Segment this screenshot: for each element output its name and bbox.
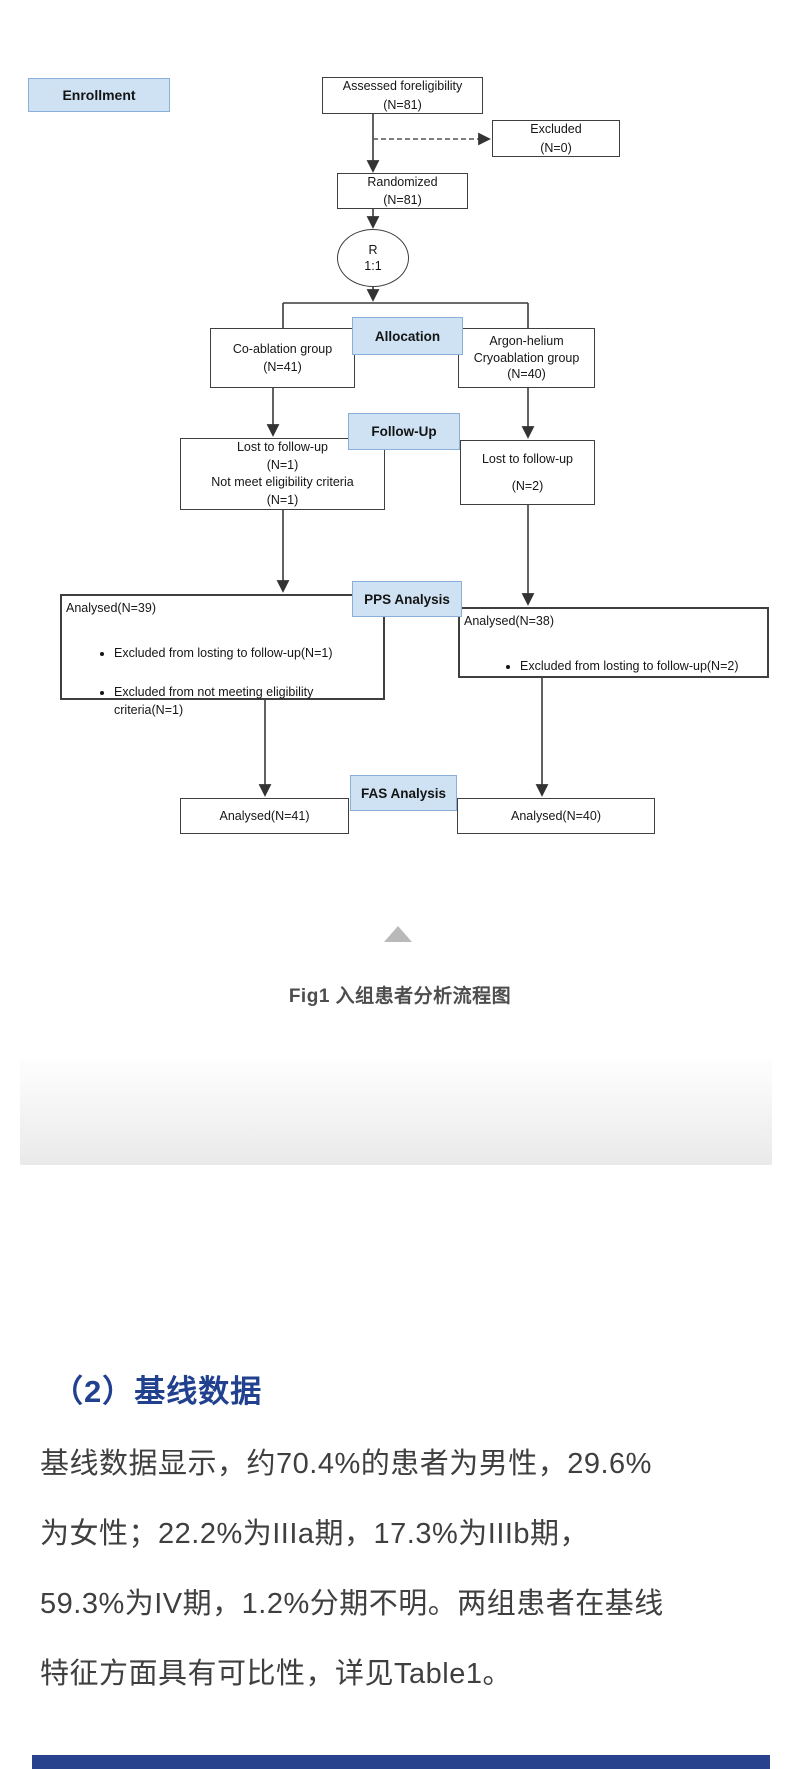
randomization-ratio-ellipse: R 1:1 (337, 229, 409, 287)
pps-right-title: Analysed(N=38) (464, 614, 554, 628)
box-excluded: Excluded (N=0) (492, 120, 620, 157)
pps-left-bullet: Excluded from not meeting eligibility cr… (114, 683, 379, 719)
figure-caption: Fig1 入组患者分析流程图 (288, 986, 512, 1007)
section-heading-baseline-data: （2）基线数据 (52, 1374, 263, 1409)
box-argon-helium-group: Argon-helium Cryoablation group (N=40) (458, 328, 595, 388)
box-pps-analysed-left: Analysed(N=39) Excluded from losting to … (60, 594, 385, 717)
paragraph-line: 基线数据显示，约70.4%的患者为男性，29.6% (40, 1448, 652, 1480)
pps-right-bullet: Excluded from losting to follow-up(N=2) (520, 657, 739, 675)
paragraph-line: 59.3%为IV期，1.2%分期不明。两组患者在基线 (40, 1588, 664, 1620)
pps-left-bullet-list: Excluded from losting to follow-up(N=1) … (114, 625, 379, 738)
box-fas-analysed-left: Analysed(N=41) (180, 798, 349, 834)
box-co-ablation-group: Co-ablation group (N=41) (210, 328, 355, 388)
pps-analysis-stage-label: PPS Analysis (352, 581, 462, 617)
box-lost-followup-right: Lost to follow-up (N=2) (460, 440, 595, 505)
flow-connector-arrows (258, 114, 549, 797)
box-assessed-for-eligibility: Assessed foreligibility (N=81) (322, 77, 483, 114)
paragraph-line: 特征方面具有可比性，详见Table1。 (40, 1658, 512, 1690)
box-randomized: Randomized (N=81) (337, 173, 468, 209)
collapse-triangle-icon[interactable] (384, 926, 412, 942)
paragraph-line: 为女性；22.2%为IIIa期，17.3%为IIIb期， (40, 1518, 590, 1550)
table1-header-bar (32, 1755, 770, 1769)
pps-right-bullet-list: Excluded from losting to follow-up(N=2) (520, 638, 739, 694)
consort-flow-diagram: Enrollment Assessed foreligibility (N=81… (0, 0, 800, 880)
allocation-stage-label: Allocation (352, 317, 463, 355)
pps-left-title: Analysed(N=39) (66, 601, 156, 615)
section-divider-gradient (20, 1058, 772, 1165)
pps-left-bullet: Excluded from losting to follow-up(N=1) (114, 644, 379, 662)
box-fas-analysed-right: Analysed(N=40) (457, 798, 655, 834)
box-lost-followup-left: Lost to follow-up (N=1) Not meet eligibi… (180, 438, 385, 510)
fas-analysis-stage-label: FAS Analysis (350, 775, 457, 811)
enrollment-stage-label: Enrollment (28, 78, 170, 112)
followup-stage-label: Follow-Up (348, 413, 460, 450)
box-pps-analysed-right: Analysed(N=38) Excluded from losting to … (458, 607, 769, 678)
